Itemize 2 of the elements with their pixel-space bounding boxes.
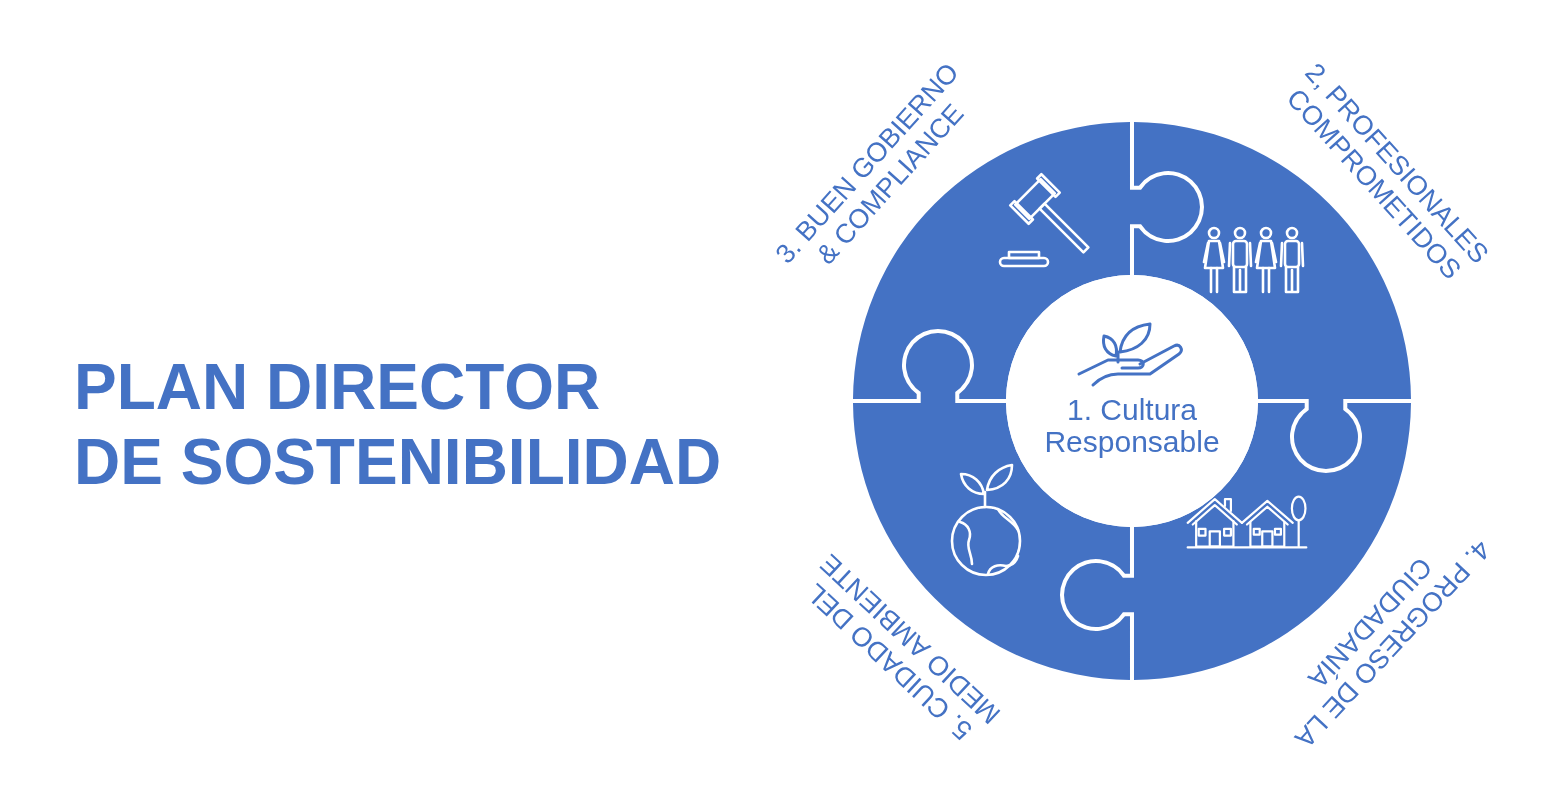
center-label: 1. Cultura Responsable (1043, 394, 1221, 458)
page-title: PLAN DIRECTOR DE SOSTENIBILIDAD (74, 350, 722, 500)
